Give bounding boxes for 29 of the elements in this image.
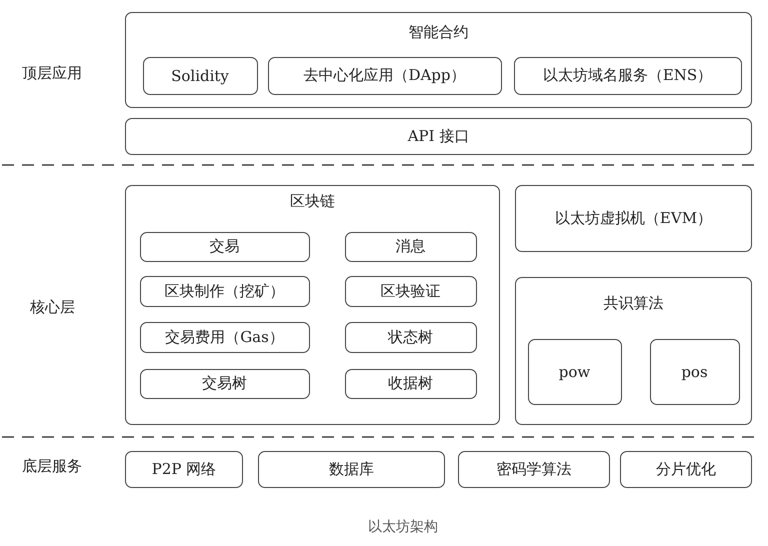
component-box: 去中心化应用（DApp） xyxy=(268,56,502,94)
container-box xyxy=(515,277,752,425)
component-box: 密码学算法 xyxy=(458,451,610,488)
component-box: 状态树 xyxy=(344,322,476,352)
container-box xyxy=(125,12,752,108)
component-box: P2P 网络 xyxy=(125,451,243,488)
layer-label: 核心层 xyxy=(30,298,75,317)
component-box: Solidity xyxy=(142,56,258,94)
container-box xyxy=(125,185,500,425)
caption: 以太坊架构 xyxy=(367,518,439,536)
component-box: 分片优化 xyxy=(620,451,752,488)
component-box: 交易树 xyxy=(140,368,310,398)
component-box: 区块验证 xyxy=(344,276,476,306)
component-box: 交易 xyxy=(140,232,310,262)
component-box: pow xyxy=(528,338,622,404)
component-box: API 接口 xyxy=(125,118,752,155)
component-box: 数据库 xyxy=(258,451,445,488)
component-box: 以太坊域名服务（ENS） xyxy=(514,56,742,94)
component-box: 消息 xyxy=(344,232,476,262)
component-box: 区块制作（挖矿） xyxy=(140,276,310,306)
box-heading: 智能合约 xyxy=(408,23,470,42)
component-box: 收据树 xyxy=(344,368,476,398)
component-box: 以太坊虚拟机（EVM） xyxy=(515,185,752,252)
component-box: 交易费用（Gas） xyxy=(140,322,310,352)
box-heading: 共识算法 xyxy=(602,294,664,313)
component-box: pos xyxy=(650,338,740,404)
layer-label: 底层服务 xyxy=(22,457,82,476)
layer-label: 顶层应用 xyxy=(22,64,82,83)
box-heading: 区块链 xyxy=(289,192,336,211)
